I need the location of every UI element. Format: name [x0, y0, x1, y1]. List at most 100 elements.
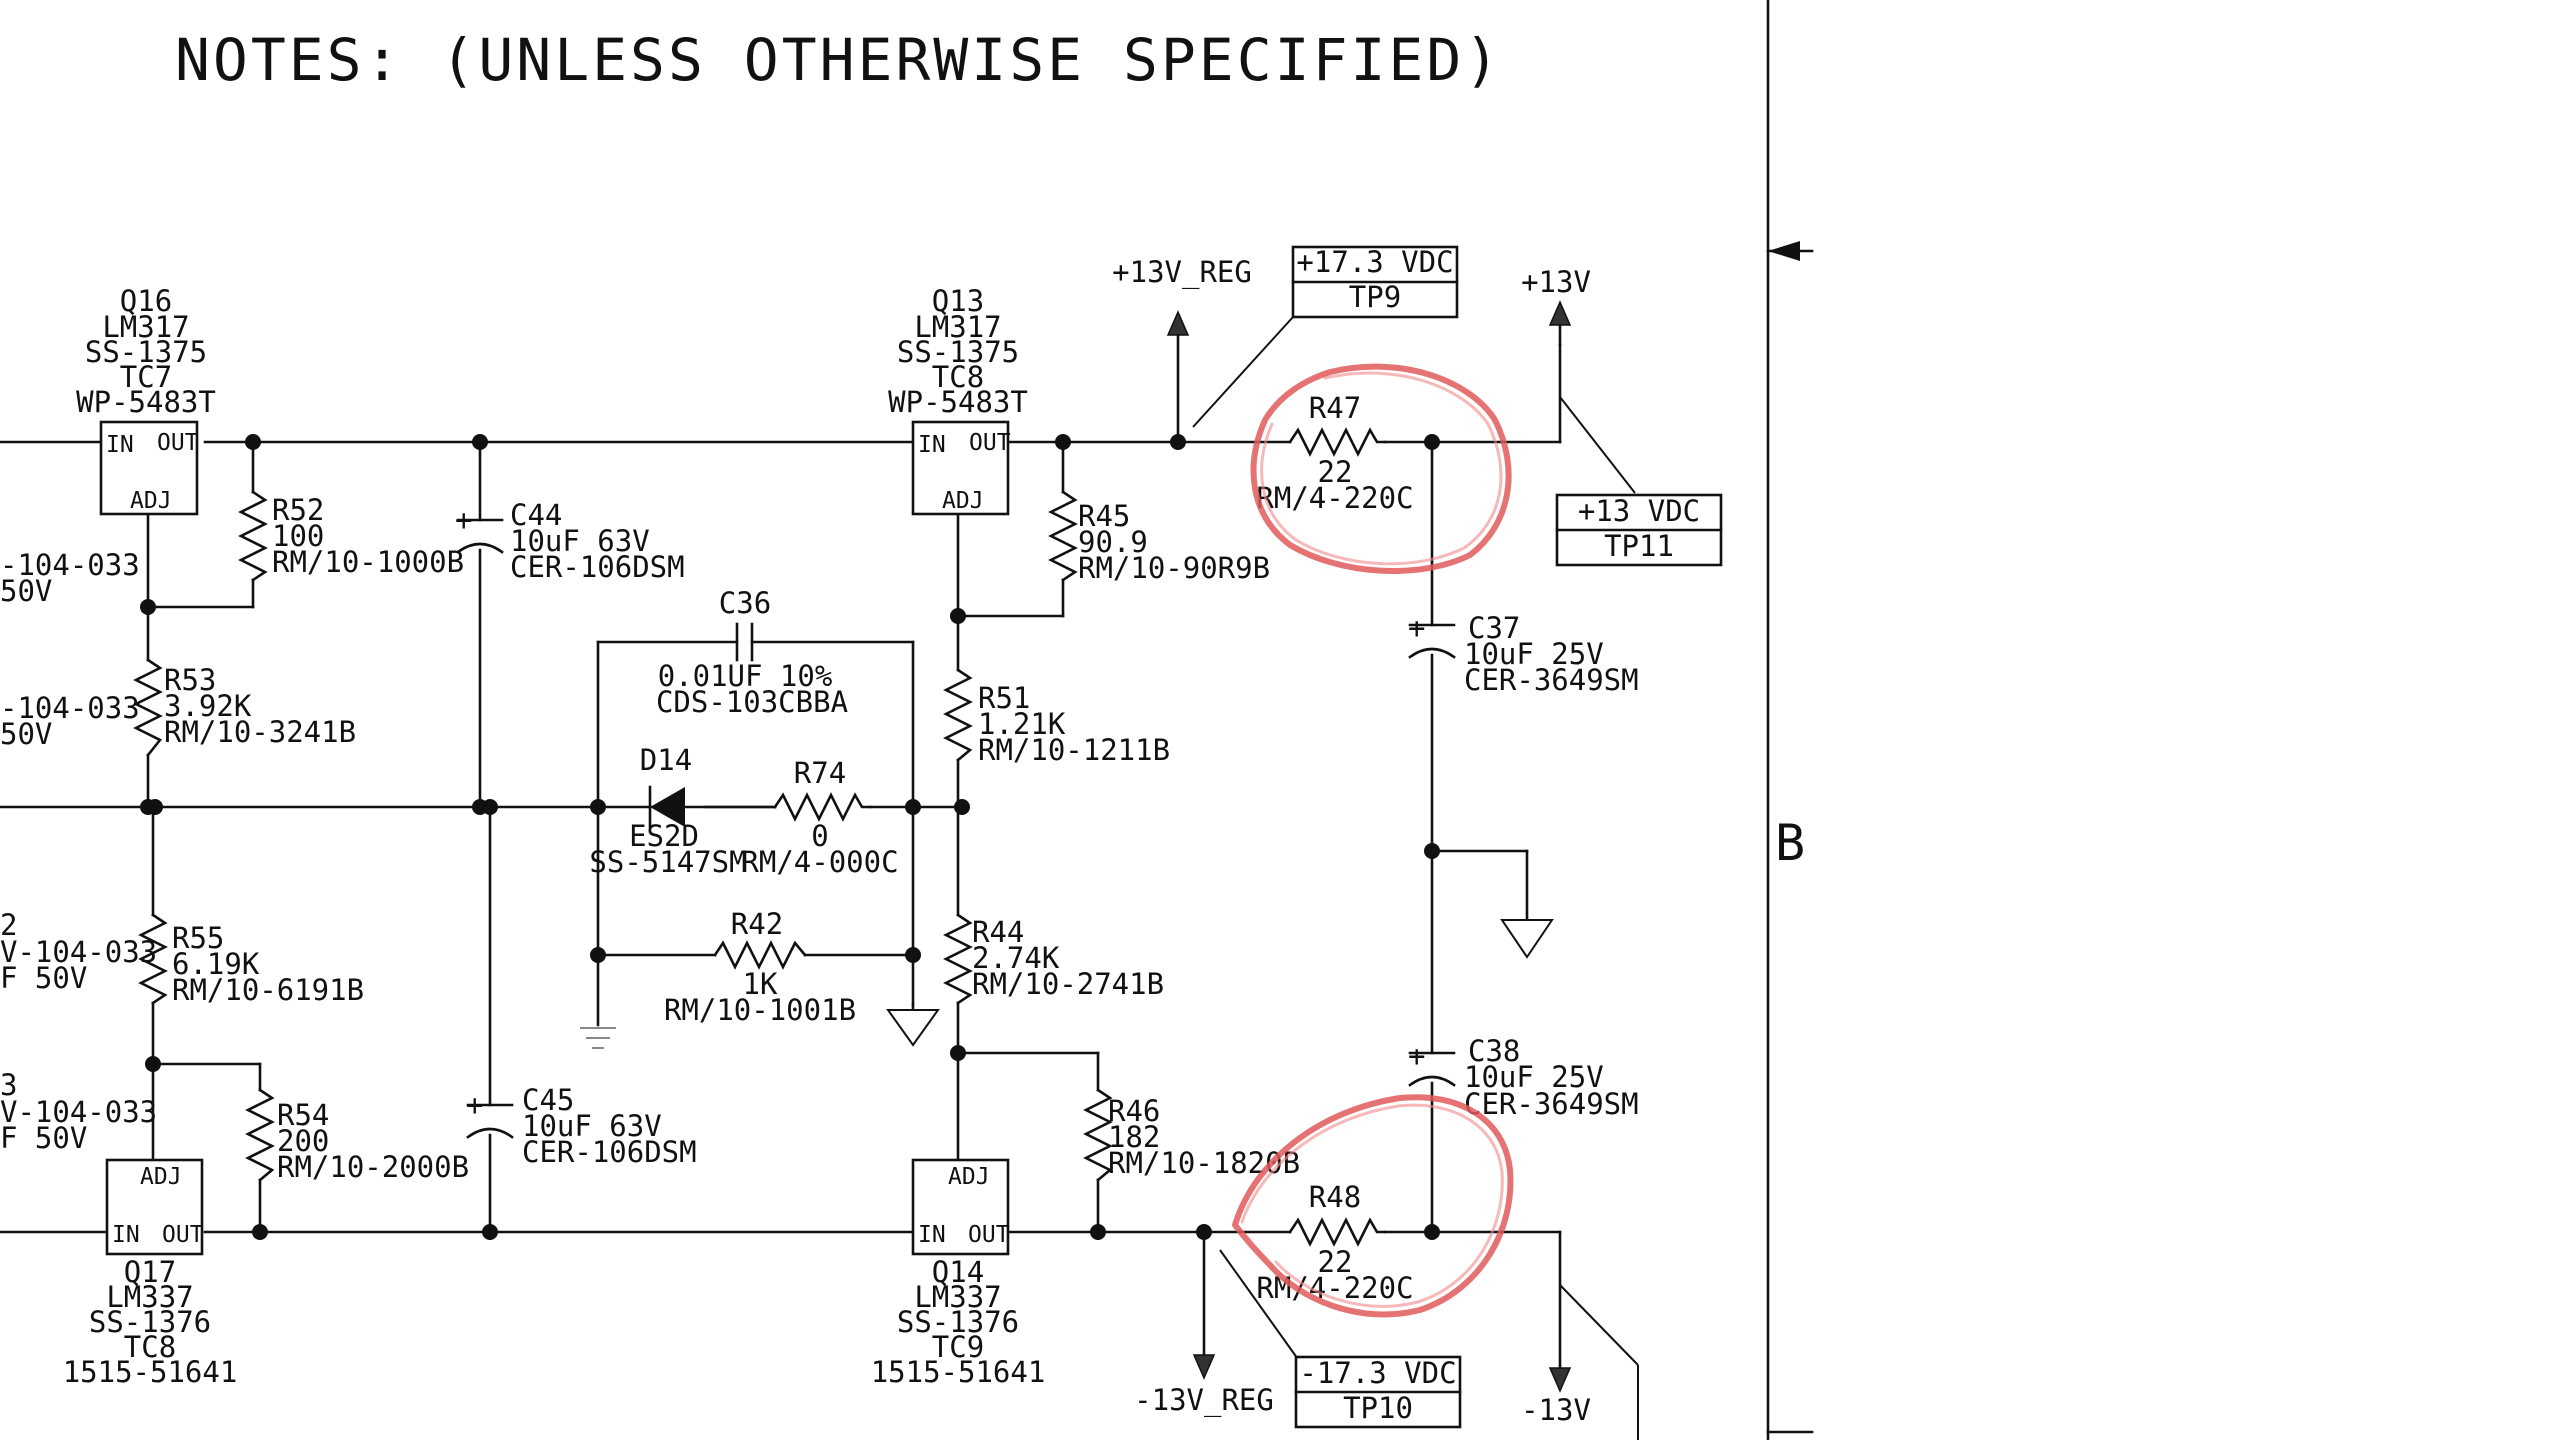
pin-adj-label: ADJ	[948, 1164, 990, 1190]
part-value: 3.92K	[164, 689, 252, 723]
part-ref: R52	[272, 493, 324, 527]
part-ref: Q16	[120, 284, 172, 318]
part-tc: TC7	[120, 360, 172, 394]
part-number: CER-3649SM	[1464, 663, 1639, 697]
zone-letter: B	[1775, 814, 1805, 872]
part-number: SS-1375	[897, 335, 1019, 369]
net-p13: +13V	[1521, 265, 1591, 347]
part-value: LM337	[914, 1280, 1001, 1314]
highlight-circle-r47	[1250, 363, 1512, 575]
resistor-r52: R52 100 RM/10-1000B	[238, 490, 464, 582]
part-ref: R44	[972, 915, 1024, 949]
part-ref: R45	[1078, 499, 1130, 533]
regulator-q16: IN OUT ADJ Q16 LM317 SS-1375 TC7 WP-5483…	[76, 284, 216, 516]
part-tc: TC9	[932, 1330, 984, 1364]
part-ref: R46	[1108, 1094, 1160, 1128]
part-ref: R74	[794, 756, 846, 790]
part-ref: D14	[640, 743, 692, 777]
pin-out-label: OUT	[968, 1222, 1010, 1248]
polarity-mark: +	[1408, 611, 1425, 645]
cut-label: V-104-033	[0, 1095, 157, 1129]
part-number: RM/10-90R9B	[1078, 551, 1270, 585]
pin-in-label: IN	[918, 1222, 946, 1248]
capacitor-c37: + C37 10uF 25V CER-3649SM	[1408, 611, 1639, 697]
part-number: RM/4-000C	[741, 845, 898, 879]
part-value: 182	[1108, 1120, 1160, 1154]
part-ref: Q13	[932, 284, 984, 318]
capacitor-c45: + C45 10uF 63V CER-106DSM	[466, 1083, 697, 1169]
part-value: 10uF 25V	[1464, 1060, 1604, 1094]
pin-adj-label: ADJ	[130, 488, 172, 514]
part-number: RM/4-220C	[1256, 481, 1413, 515]
pin-in-label: IN	[106, 432, 134, 458]
pin-adj-label: ADJ	[942, 488, 984, 514]
part-heatsink: WP-5483T	[888, 385, 1028, 419]
cut-label: -104-033	[0, 691, 140, 725]
part-value: LM317	[914, 310, 1001, 344]
part-ref: Q14	[932, 1255, 984, 1289]
cut-label: 50V	[0, 574, 52, 608]
part-tc: TC8	[124, 1330, 176, 1364]
polarity-mark: +	[1408, 1039, 1425, 1073]
part-number: RM/10-2000B	[277, 1150, 469, 1184]
net-label: -13V_REG	[1134, 1383, 1274, 1418]
part-value: ES2D	[629, 819, 699, 853]
capacitor-c38: + C38 10uF 25V CER-3649SM	[1408, 1034, 1639, 1121]
part-number: SS-5147SM	[589, 845, 746, 879]
net-label: +13V	[1521, 265, 1591, 299]
pin-out-label: OUT	[157, 430, 199, 456]
resistor-r53: R53 3.92K RM/10-3241B	[133, 658, 356, 757]
part-heatsink: 1515-51641	[871, 1355, 1046, 1389]
testpoint-value: -17.3 VDC	[1299, 1356, 1456, 1390]
part-value: LM317	[102, 310, 189, 344]
part-ref: R55	[172, 921, 224, 955]
cut-label: V-104-033	[0, 935, 157, 969]
testpoint-tp11: +13 VDC TP11	[1555, 493, 1723, 567]
part-ref: Q17	[124, 1255, 176, 1289]
resistor-r54: R54 200 RM/10-2000B	[245, 1088, 469, 1184]
resistor-r45: R45 90.9 RM/10-90R9B	[1048, 490, 1270, 585]
part-ref: R54	[277, 1098, 329, 1132]
net-label: +13V_REG	[1112, 255, 1252, 290]
resistor-r48: R48 22 RM/4-220C	[1256, 1180, 1413, 1305]
part-number: CDS-103CBBA	[656, 685, 848, 719]
arrow-down-icon	[1548, 1367, 1572, 1393]
part-number: RM/10-3241B	[164, 715, 356, 749]
net-p13-reg: +13V_REG	[1112, 255, 1252, 336]
part-number: SS-1376	[897, 1305, 1019, 1339]
resistor-r74: R74 0 RM/4-000C	[741, 756, 898, 879]
highlight-circle-r48	[1232, 1094, 1514, 1318]
part-value: 22	[1318, 1245, 1353, 1279]
part-value: 0.01UF 10%	[658, 659, 833, 693]
part-number: RM/10-1001B	[664, 993, 856, 1027]
resistor-r44: R44 2.74K RM/10-2741B	[943, 913, 1164, 1005]
testpoint-name: TP9	[1349, 280, 1401, 314]
cut-label: F 50V	[0, 1121, 87, 1155]
ground-triangle-icon	[886, 1003, 940, 1047]
part-number: RM/10-1000B	[272, 545, 464, 579]
part-value: LM337	[106, 1280, 193, 1314]
part-ref: R51	[978, 681, 1030, 715]
part-tc: TC8	[932, 360, 984, 394]
part-value: 1K	[743, 967, 778, 1001]
part-value: 6.19K	[172, 947, 260, 981]
testpoint-value: +13 VDC	[1578, 494, 1700, 528]
part-value: 2.74K	[972, 941, 1060, 975]
junction-dots	[140, 434, 1440, 1240]
part-number: CER-106DSM	[510, 550, 685, 584]
polarity-mark: +	[455, 503, 472, 537]
part-number: SS-1376	[89, 1305, 211, 1339]
capacitor-c44: + C44 10uF 63V CER-106DSM	[455, 498, 685, 584]
capacitor-c36: C36 0.01UF 10% CDS-103CBBA	[656, 586, 848, 719]
part-ref: C36	[719, 586, 771, 620]
part-ref: C44	[510, 498, 562, 532]
testpoint-tp10: -17.3 VDC TP10	[1294, 1355, 1462, 1429]
part-number: RM/10-6191B	[172, 973, 364, 1007]
part-value: 100	[272, 519, 324, 553]
part-ref: R48	[1309, 1180, 1361, 1214]
net-label: -13V	[1521, 1393, 1591, 1427]
diode-d14: D14 ES2D SS-5147SM	[589, 743, 746, 879]
part-ref: R42	[731, 907, 783, 941]
net-m13-reg: -13V_REG	[1134, 1354, 1274, 1418]
